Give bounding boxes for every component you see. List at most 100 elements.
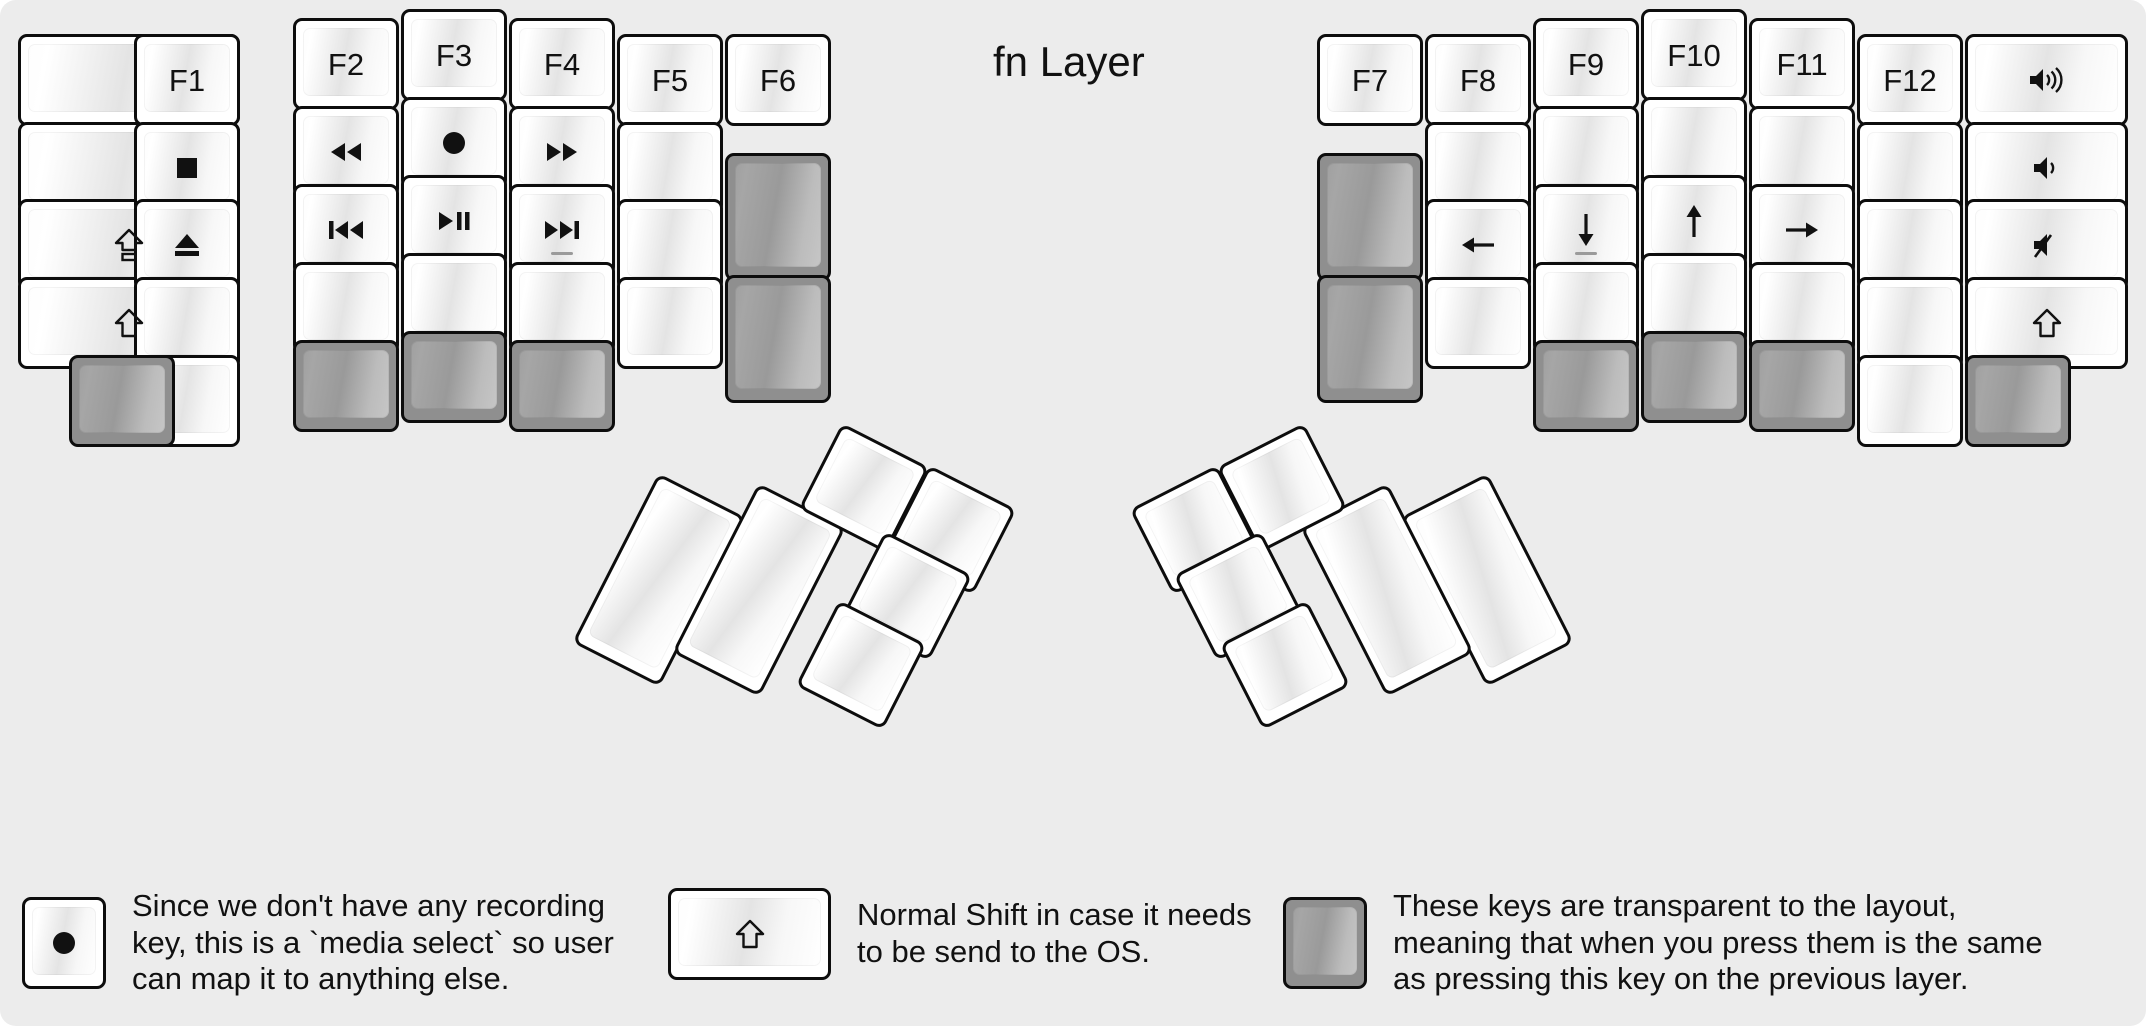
keycap-face [1759, 350, 1845, 418]
key-right-c4-r3[interactable] [1749, 262, 1855, 354]
key-right-c3-r4-transparent[interactable] [1641, 331, 1747, 423]
key-left-c2-r3[interactable] [293, 262, 399, 354]
keycap-face [144, 132, 230, 200]
key-right-c4-r2-arrow-right[interactable] [1749, 184, 1855, 276]
keycap-face [735, 44, 821, 112]
key-right-c6-r3-shift[interactable] [1965, 277, 2128, 369]
key-left-c2-r1-rewind[interactable] [293, 106, 399, 198]
keycap-face [1975, 287, 2118, 355]
key-right-c5-r3[interactable] [1857, 277, 1963, 369]
key-left-c3-r2-play-pause[interactable] [401, 175, 507, 267]
key-left-c1-r0-f1[interactable]: F1 [134, 34, 240, 126]
keycap-face [1327, 163, 1413, 267]
key-right-c0-r1-transparent[interactable] [1317, 153, 1423, 281]
key-right-c2-r1[interactable] [1533, 106, 1639, 198]
key-right-c4-r1[interactable] [1749, 106, 1855, 198]
homing-bump-indicator [1575, 252, 1597, 255]
keycap-face [144, 287, 230, 355]
key-left-c2-r0-f2[interactable]: F2 [293, 18, 399, 110]
key-right-c3-r0-f10[interactable]: F10 [1641, 9, 1747, 101]
key-left-c3-r4-transparent[interactable] [401, 331, 507, 423]
keycap-face [1759, 116, 1845, 184]
keycap-face [303, 116, 389, 184]
keycap-face [1975, 44, 2118, 112]
keycap-face [411, 263, 497, 331]
keycap-face [1759, 28, 1845, 96]
keycap-face [144, 44, 230, 112]
legend-text: Normal Shift in case it needs to be send… [857, 897, 1252, 969]
key-right-c0-r2-transparent[interactable] [1317, 275, 1423, 403]
keycap-face [627, 287, 713, 355]
key-left-c5-r1[interactable] [617, 122, 723, 214]
key-right-c5-r0-f12[interactable]: F12 [1857, 34, 1963, 126]
legend-key-media-select [22, 896, 106, 989]
key-left-c4-r4-transparent[interactable] [509, 340, 615, 432]
keycap-face [1975, 209, 2118, 277]
media-record-icon [50, 929, 78, 957]
keycap-face [519, 28, 605, 96]
key-right-c3-r3[interactable] [1641, 253, 1747, 345]
key-right-c6-r4-transparent[interactable] [1965, 355, 2071, 447]
keycap-face [1543, 28, 1629, 96]
key-left-c0-r4-transparent[interactable] [69, 355, 175, 447]
key-right-c6-r1-volume-down[interactable] [1965, 122, 2128, 214]
key-left-c2-r2-prev-track[interactable] [293, 184, 399, 276]
keycap-face [79, 365, 165, 433]
keycap-face [1651, 341, 1737, 409]
key-left-c6-r2-transparent[interactable] [725, 275, 831, 403]
keycap-face [678, 898, 821, 966]
keycap-face [1975, 365, 2061, 433]
key-right-c2-r4-transparent[interactable] [1533, 340, 1639, 432]
key-left-c3-r0-f3[interactable]: F3 [401, 9, 507, 101]
key-left-c5-r0-f5[interactable]: F5 [617, 34, 723, 126]
page-title: fn Layer [993, 38, 1145, 85]
keycap-face [1975, 132, 2118, 200]
keycap-face [1543, 116, 1629, 184]
keycap-face [1867, 365, 1953, 433]
key-left-c4-r0-f4[interactable]: F4 [509, 18, 615, 110]
key-right-c1-r3[interactable] [1425, 277, 1531, 369]
left-thumb-cluster [572, 420, 1080, 820]
keycap-face [1651, 185, 1737, 253]
keycap-face [1867, 44, 1953, 112]
keycap-face [1435, 209, 1521, 277]
keycap-face [1651, 19, 1737, 87]
keycap-face [1867, 132, 1953, 200]
keycap-face [1435, 44, 1521, 112]
key-right-c2-r2-arrow-down[interactable] [1533, 184, 1639, 276]
key-left-c4-r1-fast-forward[interactable] [509, 106, 615, 198]
key-right-c5-r4[interactable] [1857, 355, 1963, 447]
key-right-c2-r0-f9[interactable]: F9 [1533, 18, 1639, 110]
key-right-c5-r1[interactable] [1857, 122, 1963, 214]
key-left-c4-r3[interactable] [509, 262, 615, 354]
right-thumb-cluster [1066, 420, 1574, 820]
keycap-face [1651, 107, 1737, 175]
key-left-c2-r4-transparent[interactable] [293, 340, 399, 432]
keycap-face [1759, 272, 1845, 340]
keycap-face [303, 194, 389, 262]
key-right-c0-r0-f7[interactable]: F7 [1317, 34, 1423, 126]
keycap-face [303, 272, 389, 340]
keycap-face [411, 185, 497, 253]
keycap-face [627, 209, 713, 277]
key-left-c3-r3[interactable] [401, 253, 507, 345]
keycap-face [1867, 209, 1953, 277]
key-left-c5-r3[interactable] [617, 277, 723, 369]
key-left-c6-r1-transparent[interactable] [725, 153, 831, 281]
shift-icon [735, 918, 765, 950]
key-right-c6-r0-volume-up[interactable] [1965, 34, 2128, 126]
keycap-face [1759, 194, 1845, 262]
legend-normal-shift: Normal Shift in case it needs to be send… [668, 888, 1252, 980]
legend-transparent: These keys are transparent to the layout… [1283, 888, 2043, 998]
legend-key-shift [668, 888, 831, 980]
key-right-c4-r0-f11[interactable]: F11 [1749, 18, 1855, 110]
key-right-c1-r0-f8[interactable]: F8 [1425, 34, 1531, 126]
key-left-c6-r0-f6[interactable]: F6 [725, 34, 831, 126]
keycap-face [1435, 132, 1521, 200]
keycap-face [303, 28, 389, 96]
keycap-face [303, 350, 389, 418]
key-right-c4-r4-transparent[interactable] [1749, 340, 1855, 432]
keycap-face [1651, 263, 1737, 331]
key-left-c5-r2[interactable] [617, 199, 723, 291]
